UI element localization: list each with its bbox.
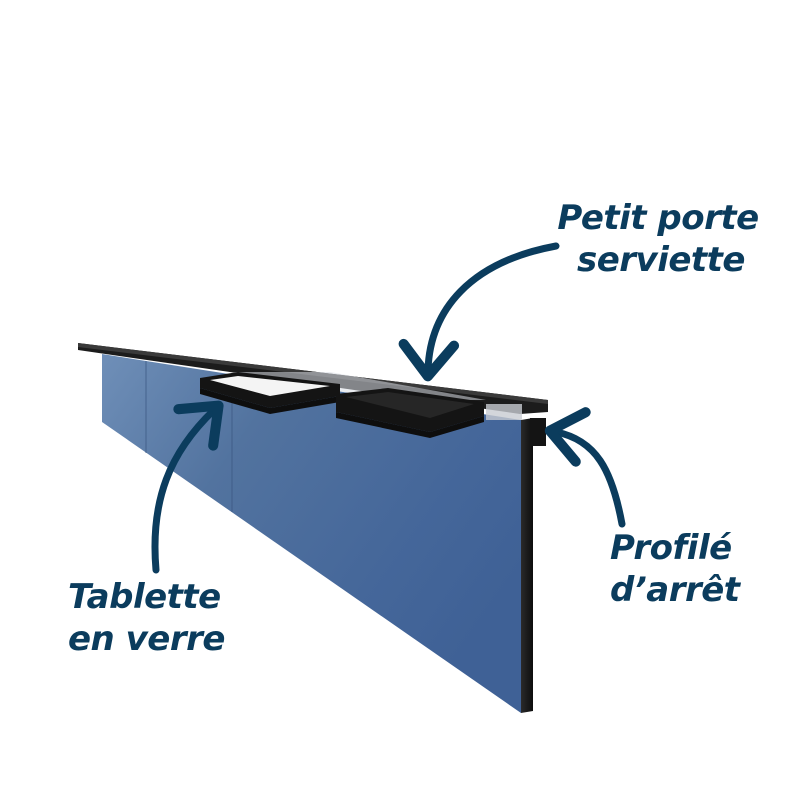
- towel-holder-label-line2: serviette: [576, 240, 746, 280]
- arrow-stop-profile: [544, 407, 626, 528]
- stop-profile-label: Profilé d’arrêt: [610, 527, 740, 611]
- glass-shelf-label-line1: Tablette: [68, 577, 221, 617]
- arrow-glass-shelf: [151, 400, 224, 574]
- stop-profile-label-line2: d’arrêt: [610, 570, 740, 610]
- glass-shelf-label-line2: en verre: [68, 619, 225, 659]
- arrow-towel-holder: [398, 242, 560, 382]
- stop-profile-label-line1: Profilé: [610, 528, 732, 568]
- towel-holder-label-line1: Petit porte: [557, 198, 759, 238]
- glass-shelf-label: Tablette en verre: [68, 576, 225, 660]
- towel-holder: [200, 372, 484, 438]
- towel-holder-label: Petit porte serviette: [548, 197, 768, 281]
